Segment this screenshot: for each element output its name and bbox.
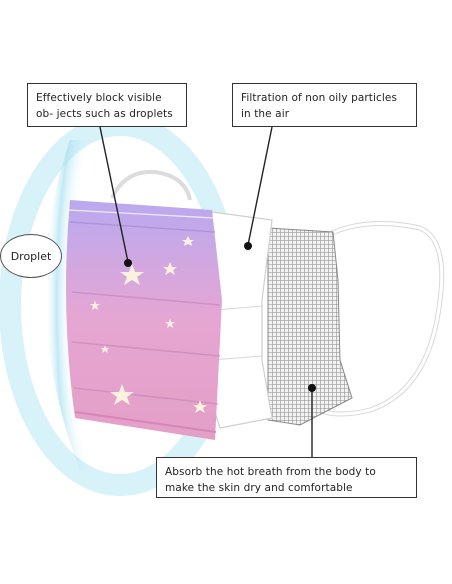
pleat	[67, 209, 215, 219]
leader-line-filtration	[247, 126, 273, 246]
leader-dot	[124, 259, 132, 267]
leader-dot	[308, 384, 316, 392]
pleat	[73, 387, 219, 405]
filter-layer	[267, 227, 353, 426]
droplet-label: Droplet	[0, 234, 62, 278]
ear-loop-top	[110, 169, 192, 201]
star-icon	[90, 236, 207, 413]
leader-line-droplets	[99, 126, 129, 263]
leader-dot	[244, 242, 252, 250]
callout-filtration: Filtration of non oily particles in the …	[232, 83, 417, 127]
pleat	[71, 341, 221, 357]
callout-droplets: Effectively block visible ob- jects such…	[27, 83, 187, 127]
outer-layer	[66, 200, 222, 440]
pleat	[71, 291, 221, 306]
callout-breath: Absorb the hot breath from the body to m…	[156, 457, 417, 498]
pleat	[69, 221, 216, 233]
pleat	[74, 411, 217, 433]
